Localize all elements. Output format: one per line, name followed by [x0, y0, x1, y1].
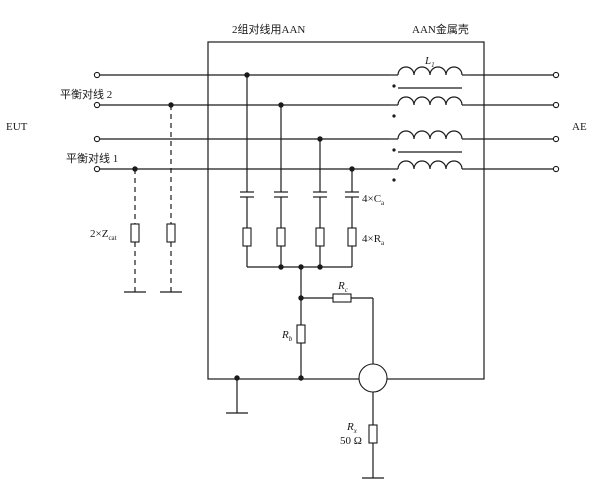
- label-aan-enclosure: AAN金属壳: [412, 22, 469, 36]
- resistor-ra: [276, 227, 286, 247]
- inductor-coils: [390, 66, 470, 182]
- ae-terminals: [552, 71, 560, 173]
- measurement-network: [226, 267, 388, 479]
- junction-node: [168, 102, 174, 108]
- junction-node: [317, 264, 323, 270]
- ae-terminal: [552, 71, 560, 79]
- coil-l1-line4: [397, 160, 463, 170]
- junction-node: [349, 166, 355, 172]
- coil-l1-line3: [397, 130, 463, 140]
- resistor-rb: [296, 324, 306, 344]
- resistor-rc: [332, 293, 352, 303]
- junction-node: [298, 375, 304, 381]
- resistor-rx: [368, 424, 378, 444]
- junction-node: [317, 136, 323, 142]
- label-balanced-pair-1: 平衡对线 1: [66, 151, 118, 165]
- coil-l1-line1: [397, 66, 463, 76]
- label-zcat: 2×Zcat: [90, 228, 117, 242]
- resistor-ra: [242, 227, 252, 247]
- label-aan-2-pairs: 2组对线用AAN: [232, 22, 305, 36]
- label-balanced-pair-2: 平衡对线 2: [60, 87, 112, 101]
- label-rx-value: 50 Ω: [340, 435, 362, 447]
- label-inductor: L1: [424, 55, 435, 69]
- junction-node: [278, 264, 284, 270]
- eut-terminal: [93, 71, 101, 79]
- coil-dot-marker: [392, 178, 396, 182]
- junction-node: [278, 102, 284, 108]
- eut-terminal: [93, 165, 101, 173]
- impedance-zcat: [130, 223, 140, 243]
- impedance-zcat: [166, 223, 176, 243]
- label-eut: EUT: [6, 121, 28, 133]
- label-cap-group: 4×Ca: [362, 193, 385, 207]
- coil-dot-marker: [392, 114, 396, 118]
- label-res-group: 4×Ra: [362, 233, 385, 247]
- zcat-network: [124, 102, 182, 293]
- coil-dot-marker: [392, 148, 396, 152]
- aan-metal-enclosure: [207, 41, 485, 380]
- coil-l1-line2: [397, 96, 463, 106]
- eut-terminal: [93, 135, 101, 143]
- label-rb: Rb: [281, 329, 293, 343]
- ae-terminal: [552, 135, 560, 143]
- label-ae: AE: [572, 121, 587, 133]
- junction-node: [132, 166, 138, 172]
- branch-network: [240, 72, 359, 270]
- junction-node: [244, 72, 250, 78]
- eut-terminal: [93, 101, 101, 109]
- label-rc: Rc: [337, 280, 349, 294]
- signal-lines: [97, 74, 556, 170]
- ae-terminal: [552, 165, 560, 173]
- resistor-ra: [315, 227, 325, 247]
- eut-terminals: [93, 71, 101, 173]
- label-rx: Rx: [346, 421, 358, 435]
- coil-dot-marker: [392, 84, 396, 88]
- resistor-ra: [347, 227, 357, 247]
- ae-terminal: [552, 101, 560, 109]
- measurement-receiver-symbol: [358, 363, 388, 393]
